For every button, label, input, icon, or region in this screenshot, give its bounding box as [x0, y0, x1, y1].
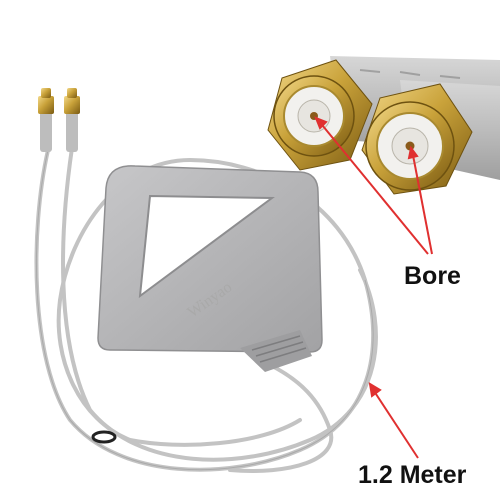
bore-label: Bore [404, 262, 461, 290]
sma-connector-large-right [361, 83, 473, 195]
bore-arrows [314, 116, 433, 255]
cable-length-label: 1.2 Meter [358, 461, 467, 489]
length-arrow [368, 382, 419, 459]
sma-connector-small-right [64, 88, 80, 152]
antenna-body: Winyao [97, 165, 323, 372]
cable-tie [91, 430, 117, 444]
sma-connector-large-left [267, 59, 373, 171]
sma-connector-small-left [38, 88, 54, 152]
